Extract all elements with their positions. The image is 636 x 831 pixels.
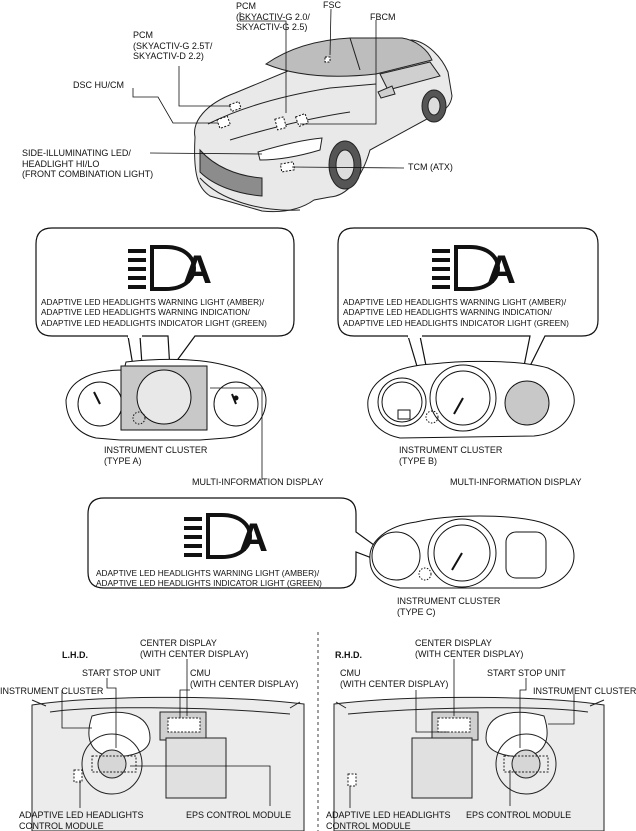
label-tcm: TCM (ATX) — [408, 162, 453, 172]
label-fsc: FSC — [323, 0, 341, 10]
rhd-label-start-stop: START STOP UNIT — [487, 668, 566, 678]
dashed-location-marker-icon — [418, 567, 432, 581]
dsc-marker — [216, 115, 231, 130]
car-module-markers — [216, 56, 331, 173]
rhd-label-cmu: CMU (WITH CENTER DISPLAY) — [340, 668, 449, 689]
mid-a-leader — [210, 387, 263, 480]
lhd-label-cmu: CMU (WITH CENTER DISPLAY) — [190, 668, 299, 689]
label-mid-b: MULTI-INFORMATION DISPLAY — [450, 477, 582, 487]
instrument-cluster-type-c — [369, 515, 575, 589]
instrument-cluster-type-b — [367, 360, 575, 439]
car-leader-lines — [132, 8, 405, 169]
rhd-label-instrument-cluster: INSTRUMENT CLUSTER — [533, 686, 636, 696]
callout-c-caption: ADAPTIVE LED HEADLIGHTS WARNING LIGHT (A… — [96, 568, 322, 589]
tcm-marker — [279, 161, 296, 173]
label-cluster-type-a: INSTRUMENT CLUSTER (TYPE A) — [104, 445, 208, 466]
rhd-title: R.H.D. — [335, 650, 362, 660]
lhd-label-adaptive-module: ADAPTIVE LED HEADLIGHTS CONTROL MODULE — [19, 810, 144, 831]
callout-a-caption: ADAPTIVE LED HEADLIGHTS WARNING LIGHT (A… — [41, 297, 267, 328]
lhd-label-center-display: CENTER DISPLAY (WITH CENTER DISPLAY) — [140, 638, 249, 659]
pcm-g25t-marker — [228, 100, 242, 113]
lhd-dashboard — [31, 696, 305, 831]
callout-b-text: A — [487, 248, 516, 292]
lhd-label-start-stop: START STOP UNIT — [82, 668, 161, 678]
label-pcm-g20: PCM (SKYACTIV-G 2.0/ SKYACTIV-G 2.5) — [236, 1, 310, 32]
label-cluster-type-c: INSTRUMENT CLUSTER (TYPE C) — [397, 596, 501, 617]
label-dsc: DSC HU/CM — [73, 80, 124, 90]
callout-b-caption: ADAPTIVE LED HEADLIGHTS WARNING LIGHT (A… — [343, 297, 569, 328]
callout-c-box — [87, 497, 415, 589]
rhd-leader-lines — [349, 659, 575, 808]
dashed-location-marker-icon — [132, 411, 146, 425]
lhd-label-instrument-cluster: INSTRUMENT CLUSTER — [0, 686, 104, 696]
rhd-label-adaptive-module: ADAPTIVE LED HEADLIGHTS CONTROL MODULE — [326, 810, 451, 831]
lhd-leader-lines — [61, 659, 271, 808]
rhd-dashboard — [333, 696, 605, 831]
pcm-g20-marker — [274, 116, 287, 131]
label-pcm-g25t: PCM (SKYACTIV-G 2.5T/ SKYACTIV-D 2.2) — [133, 30, 213, 61]
instrument-cluster-type-a — [65, 358, 267, 441]
dashed-location-marker-icon — [425, 410, 439, 424]
fsc-marker — [324, 56, 331, 63]
rhd-label-eps: EPS CONTROL MODULE — [466, 810, 572, 820]
label-cluster-type-b: INSTRUMENT CLUSTER (TYPE B) — [399, 445, 503, 466]
lhd-label-eps: EPS CONTROL MODULE — [186, 810, 292, 820]
label-mid-a: MULTI-INFORMATION DISPLAY — [192, 477, 324, 487]
label-fbcm: FBCM — [370, 12, 396, 22]
rhd-label-center-display: CENTER DISPLAY (WITH CENTER DISPLAY) — [415, 638, 524, 659]
lhd-title: L.H.D. — [62, 650, 88, 660]
car-illustration — [194, 37, 453, 213]
fbcm-marker — [294, 112, 310, 128]
callout-c-text: A — [239, 516, 268, 560]
callout-a-text: A — [183, 248, 212, 292]
label-side-led: SIDE-ILLUMINATING LED/ HEADLIGHT HI/LO (… — [22, 148, 154, 179]
